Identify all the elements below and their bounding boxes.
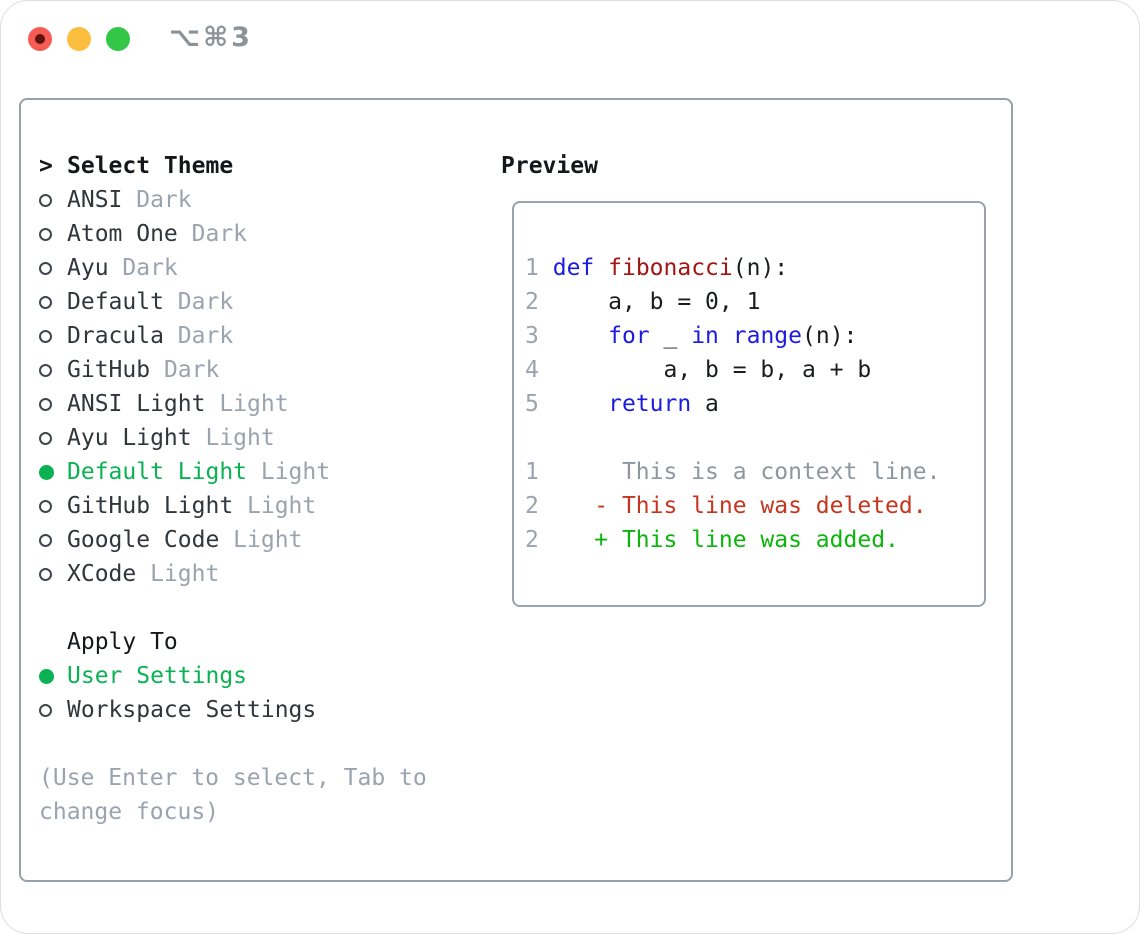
- theme-variant: Dark: [163, 323, 234, 349]
- theme-variant: Dark: [150, 357, 220, 383]
- apply-option-workspace-settings[interactable]: Workspace Settings: [39, 693, 427, 727]
- diff-added-line: 2 + This line was added.: [525, 527, 899, 553]
- close-button[interactable]: [28, 27, 52, 51]
- radio-unselected-icon: [39, 193, 52, 207]
- preview-box: 1 def fibonacci(n): 2 a, b = 0, 1 3 for _ …: [512, 201, 986, 607]
- theme-name: GitHub: [67, 357, 151, 383]
- apply-option-label: User Settings: [67, 663, 248, 689]
- theme-option-default-light[interactable]: Default Light Light: [39, 455, 427, 489]
- radio-unselected-icon: [39, 363, 52, 377]
- line-number: 1: [525, 255, 539, 281]
- theme-name: Default Light: [67, 459, 248, 485]
- window-title: ⌥⌘3: [169, 22, 253, 53]
- radio-unselected-icon: [39, 227, 52, 241]
- theme-variant: Light: [136, 561, 220, 587]
- theme-name: Ayu Light: [67, 425, 192, 451]
- theme-option-ansi-light[interactable]: ANSI Light Light: [39, 387, 427, 421]
- line-number: 2: [525, 527, 539, 553]
- code-line: 3 for _ in range(n):: [525, 323, 858, 349]
- theme-name: ANSI Light: [67, 391, 206, 417]
- select-theme-header: > Select Theme: [39, 149, 427, 183]
- radio-unselected-icon: [39, 295, 52, 309]
- theme-variant: Light: [219, 527, 303, 553]
- radio-selected-icon: [39, 668, 54, 684]
- radio-unselected-icon: [39, 329, 52, 343]
- theme-option-default[interactable]: Default Dark: [39, 285, 427, 319]
- theme-option-github-light[interactable]: GitHub Light Light: [39, 489, 427, 523]
- spacer-row: [39, 727, 427, 761]
- apply-option-user-settings[interactable]: User Settings: [39, 659, 427, 693]
- radio-unselected-icon: [39, 261, 52, 275]
- apply-to-header: Apply To: [39, 625, 427, 659]
- diff-context-line: 1 This is a context line.: [525, 459, 941, 485]
- theme-option-google-code[interactable]: Google Code Light: [39, 523, 427, 557]
- minimize-button[interactable]: [67, 27, 91, 51]
- theme-variant: Dark: [122, 187, 192, 213]
- radio-unselected-icon: [39, 499, 52, 513]
- theme-variant: Dark: [108, 255, 178, 281]
- zoom-button[interactable]: [106, 27, 130, 51]
- theme-option-xcode[interactable]: XCode Light: [39, 557, 427, 591]
- theme-option-ayu-light[interactable]: Ayu Light Light: [39, 421, 427, 455]
- theme-name: Dracula: [67, 323, 164, 349]
- titlebar: ⌥⌘3: [1, 1, 1139, 77]
- radio-unselected-icon: [39, 397, 52, 411]
- line-number: 5: [525, 391, 539, 417]
- code-line: 1 def fibonacci(n):: [525, 255, 789, 281]
- theme-variant: Dark: [177, 221, 248, 247]
- select-theme-label: Select Theme: [67, 153, 234, 179]
- theme-option-dracula[interactable]: Dracula Dark: [39, 319, 427, 353]
- hint-text: (Use Enter to select, Tab to change focus…: [39, 761, 427, 829]
- line-number: 2: [525, 289, 539, 315]
- diff-deleted-line: 2 - This line was deleted.: [525, 493, 927, 519]
- theme-variant: Light: [247, 459, 331, 485]
- theme-name: Default: [67, 289, 164, 315]
- theme-variant: Light: [205, 391, 289, 417]
- theme-name: GitHub Light: [67, 493, 234, 519]
- hint-line: (Use Enter to select, Tab to: [39, 765, 427, 791]
- code-line: 5 return a: [525, 391, 719, 417]
- theme-option-ansi[interactable]: ANSI Dark: [39, 183, 427, 217]
- line-number: 1: [525, 459, 539, 485]
- theme-name: Google Code: [67, 527, 220, 553]
- theme-variant: Dark: [163, 289, 234, 315]
- spacer-row: [39, 591, 427, 625]
- preview-heading: Preview: [501, 153, 598, 179]
- theme-name: Ayu: [67, 255, 109, 281]
- blank-line: [525, 421, 940, 455]
- apply-option-label: Workspace Settings: [67, 697, 317, 723]
- theme-name: Atom One: [67, 221, 178, 247]
- radio-unselected-icon: [39, 431, 52, 445]
- theme-name: XCode: [67, 561, 137, 587]
- line-number: 4: [525, 357, 539, 383]
- code-line: 2 a, b = 0, 1: [525, 289, 761, 315]
- theme-name: ANSI: [67, 187, 123, 213]
- theme-option-ayu[interactable]: Ayu Dark: [39, 251, 427, 285]
- theme-option-atom-one[interactable]: Atom One Dark: [39, 217, 427, 251]
- code-line: 4 a, b = b, a + b: [525, 357, 872, 383]
- theme-option-github[interactable]: GitHub Dark: [39, 353, 427, 387]
- radio-unselected-icon: [39, 567, 52, 581]
- radio-unselected-icon: [39, 703, 52, 717]
- hint-line: change focus): [39, 799, 220, 825]
- line-number: 3: [525, 323, 539, 349]
- radio-unselected-icon: [39, 533, 52, 547]
- line-number: 2: [525, 493, 539, 519]
- theme-variant: Light: [233, 493, 317, 519]
- selection-arrow-icon: >: [39, 153, 53, 179]
- radio-selected-icon: [39, 464, 54, 480]
- theme-variant: Light: [191, 425, 275, 451]
- preview-lines: 1 def fibonacci(n): 2 a, b = 0, 1 3 for _ …: [525, 251, 940, 557]
- apply-to-label: Apply To: [67, 629, 178, 655]
